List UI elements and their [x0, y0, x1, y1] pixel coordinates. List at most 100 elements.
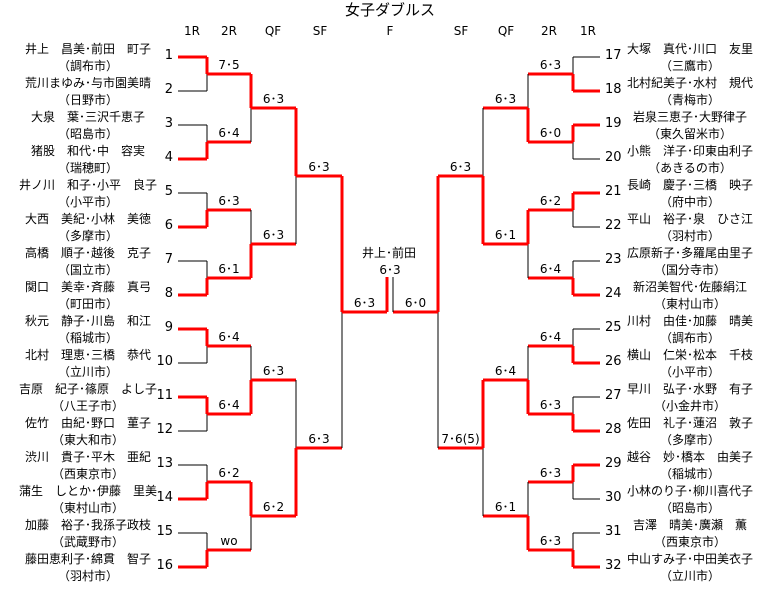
match-score: 6･3 [539, 534, 562, 548]
draw-number: 13 [156, 456, 173, 471]
match-score: 6･3 [218, 194, 240, 208]
team-city: （調布市） [659, 331, 721, 345]
draw-number: 4 [164, 150, 173, 165]
team-name: 高橋 順子･越後 克子 [24, 246, 152, 260]
draw-number: 32 [605, 558, 622, 573]
draw-number: 5 [164, 184, 173, 199]
draw-number: 29 [605, 456, 622, 471]
team-name: 吉原 紀子･篠原 よし子 [18, 382, 158, 396]
team-name: 大泉 葉･三沢千恵子 [30, 110, 146, 124]
match-score: wo [220, 534, 238, 548]
team-city: （武蔵野市） [51, 535, 125, 549]
draw-number: 24 [605, 286, 622, 301]
draw-number: 31 [605, 524, 622, 539]
round-header: QF [497, 24, 515, 38]
team-city: （東久留米市） [647, 127, 733, 141]
team-city: （日野市） [57, 93, 119, 107]
draw-number: 7 [164, 252, 173, 267]
team-name: 猪股 和代･中 容実 [30, 144, 146, 158]
draw-number: 14 [156, 490, 173, 505]
match-score: 6･0 [404, 296, 427, 310]
team-city: （稲城市） [659, 467, 721, 481]
team-name: 長崎 慶子･三橋 映子 [626, 178, 754, 192]
match-score: 6･2 [218, 466, 240, 480]
team-name: 小熊 洋子･印東由利子 [626, 144, 754, 158]
draw-number: 1 [164, 48, 173, 63]
draw-number: 16 [156, 558, 173, 573]
team-city: （立川市） [659, 569, 721, 583]
match-score: 6･3 [308, 160, 330, 174]
team-name: 秋元 静子･川島 和江 [24, 314, 152, 328]
team-name: 渋川 貴子･平木 亜紀 [24, 450, 152, 464]
draw-number: 25 [605, 320, 622, 335]
team-city: （国分寺市） [653, 263, 727, 277]
team-name: 平山 裕子･泉 ひさ江 [626, 212, 754, 226]
team-name: 北村紀美子･水村 規代 [626, 76, 754, 90]
team-city: （小金井市） [653, 399, 727, 413]
team-city: （東村山市） [653, 297, 727, 311]
team-city: （東村山市） [51, 501, 125, 515]
match-score: 7･5 [218, 58, 240, 72]
match-score: 6･3 [262, 364, 285, 378]
team-city: （あきるの市） [648, 161, 732, 175]
team-city: （八王子市） [51, 399, 125, 413]
match-score: 6･4 [539, 330, 562, 344]
team-name: 井上 昌美･前田 町子 [24, 42, 152, 56]
team-name: 越谷 妙･橋本 由美子 [626, 450, 754, 464]
match-score: 6･2 [262, 500, 285, 514]
team-name: 横山 仁栄･松本 千枝 [626, 348, 754, 362]
match-score: 6･3 [308, 432, 330, 446]
team-name: 早川 弘子･水野 有子 [626, 382, 754, 396]
draw-number: 9 [164, 320, 173, 335]
match-score: 6･4 [218, 398, 240, 412]
draw-number: 30 [605, 490, 622, 505]
team-city: （東大和市） [51, 433, 125, 447]
team-city: （西東京市） [653, 535, 727, 549]
draw-number: 2 [164, 82, 173, 97]
draw-number: 26 [605, 354, 622, 369]
draw-number: 28 [605, 422, 622, 437]
team-name: 藤田恵利子･綿貫 智子 [24, 552, 152, 566]
match-score: 6･3 [494, 92, 517, 106]
round-header: F [386, 24, 394, 38]
draw-number: 6 [164, 218, 173, 233]
match-score: 6･1 [494, 228, 517, 242]
team-city: （昭島市） [659, 501, 721, 515]
draw-number: 10 [156, 354, 173, 369]
champion-name: 井上･前田 [361, 246, 417, 260]
match-score: 6･1 [494, 500, 517, 514]
team-city: （羽村市） [57, 569, 119, 583]
match-score: 6･3 [353, 296, 376, 310]
round-header: QF [264, 24, 282, 38]
draw-number: 22 [605, 218, 622, 233]
team-city: （西東京市） [51, 467, 125, 481]
match-score: 6･3 [539, 466, 562, 480]
match-score: 7･6(5) [441, 432, 480, 446]
draw-number: 17 [605, 48, 622, 63]
match-score: 6･3 [262, 228, 285, 242]
final-score: 6･3 [379, 263, 401, 277]
match-score: 6･3 [539, 58, 562, 72]
draw-number: 20 [605, 150, 622, 165]
draw-number: 3 [164, 116, 173, 131]
page-title: 女子ダブルス [344, 1, 436, 19]
team-name: 北村 理恵･三橋 恭代 [24, 348, 152, 362]
match-score: 6･1 [218, 262, 240, 276]
match-score: 6･4 [218, 126, 240, 140]
draw-number: 8 [164, 286, 173, 301]
round-header: 2R [221, 24, 237, 38]
round-header: SF [312, 24, 328, 38]
round-header: 1R [184, 24, 200, 38]
team-city: （小平市） [57, 195, 119, 209]
team-city: （青梅市） [659, 93, 721, 107]
team-city: （町田市） [57, 297, 119, 311]
team-name: 佐竹 由紀･野口 菫子 [24, 416, 152, 430]
match-score: 6･4 [494, 364, 517, 378]
match-score: 6･3 [539, 398, 562, 412]
team-city: （調布市） [57, 59, 119, 73]
team-name: 広原新子･多羅尾由里子 [626, 246, 754, 260]
match-score: 6･4 [218, 330, 240, 344]
team-city: （三鷹市） [659, 59, 721, 73]
round-header: SF [453, 24, 469, 38]
